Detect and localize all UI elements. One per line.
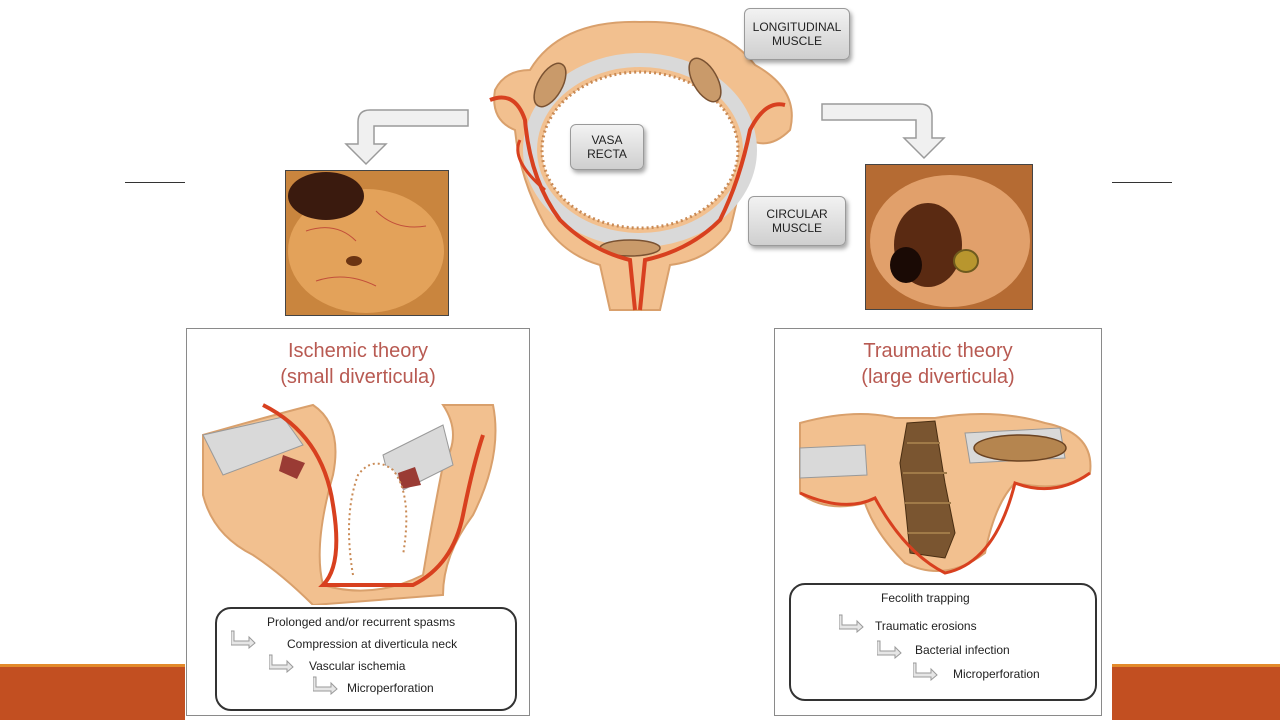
divider-left: [125, 182, 185, 183]
ischemic-step-2: Compression at diverticula neck: [287, 637, 458, 651]
callout-longitudinal-muscle: LONGITUDINAL MUSCLE: [744, 8, 850, 60]
ischemic-step-1: Prolonged and/or recurrent spasms: [267, 615, 456, 629]
callout-vasa-line1: VASA: [591, 133, 623, 147]
vasa-recta-branch: [516, 139, 546, 192]
curved-arrow-icon: [839, 614, 864, 633]
curved-arrow-icon: [231, 630, 256, 649]
curved-arrow-icon: [344, 109, 469, 166]
curved-arrow-icon: [269, 654, 294, 673]
traumatic-theory-panel: Traumatic theory (large diverticula) Fec…: [774, 328, 1102, 716]
vasa-recta-right: [638, 102, 786, 311]
callout-vasa-line2: RECTA: [587, 147, 627, 161]
footer-accent-right: [1112, 664, 1280, 668]
small-diverticulum-illustration: [202, 403, 497, 605]
curved-arrow-icon: [913, 662, 938, 681]
large-diverticulum-illustration: [799, 413, 1092, 575]
callout-longitudinal-line1: LONGITUDINAL: [752, 20, 842, 34]
footer-bar-left: [0, 667, 185, 720]
endoscopy-photo-large-diverticula: [865, 164, 1033, 310]
taenia-right: [688, 57, 722, 103]
divider-right: [1112, 182, 1172, 183]
traumatic-steps-box: [789, 583, 1097, 701]
curved-arrow-icon: [313, 676, 338, 695]
curved-arrow-icon: [877, 640, 902, 659]
ischemic-step-4: Microperforation: [347, 681, 434, 695]
footer-accent-left: [0, 664, 185, 668]
callout-vasa-recta: VASA RECTA: [570, 124, 644, 170]
traumatic-step-2: Traumatic erosions: [875, 619, 977, 633]
ischemic-step-3: Vascular ischemia: [309, 659, 406, 673]
callout-circular-line1: CIRCULAR: [766, 207, 828, 221]
traumatic-step-4: Microperforation: [953, 667, 1040, 681]
ischemic-steps-box: [215, 607, 517, 711]
callout-longitudinal-line2: MUSCLE: [771, 34, 822, 48]
footer-bar-right: [1112, 667, 1280, 720]
traumatic-step-1: Fecolith trapping: [881, 591, 970, 605]
ischemic-title-line2: (small diverticula): [280, 366, 436, 388]
ischemic-theory-panel: Ischemic theory (small diverticula) Prol…: [186, 328, 530, 716]
traumatic-title-line1: Traumatic theory: [863, 340, 1013, 362]
endoscopy-photo-small-diverticula: [285, 170, 449, 316]
taenia-left: [533, 62, 567, 108]
ischemic-title-line1: Ischemic theory: [287, 340, 429, 362]
callout-circular-muscle: CIRCULAR MUSCLE: [748, 196, 846, 246]
traumatic-step-3: Bacterial infection: [915, 643, 1010, 657]
callout-circular-line2: MUSCLE: [771, 221, 822, 235]
curved-arrow-icon: [821, 103, 946, 160]
traumatic-title-line2: (large diverticula): [861, 366, 1015, 388]
